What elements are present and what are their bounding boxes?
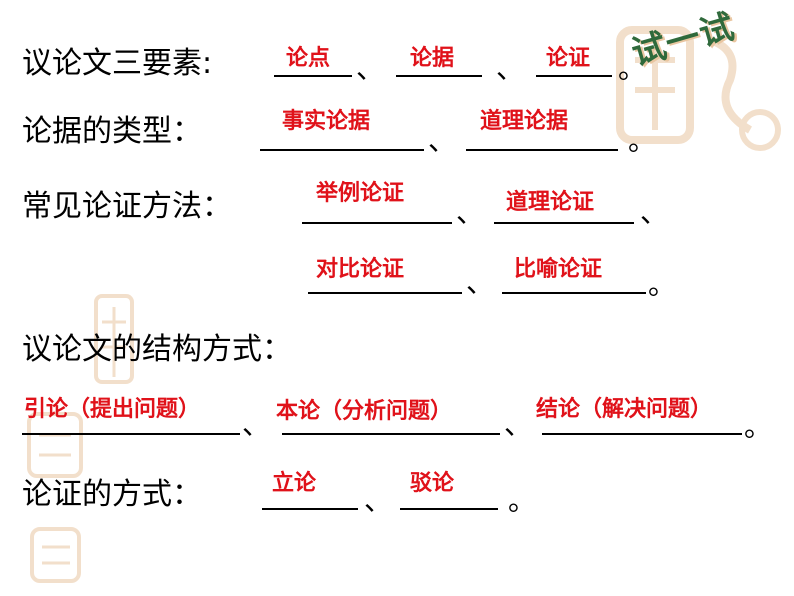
structure-blank-3 bbox=[542, 433, 742, 435]
structure-answer-3: 结论（解决问题） bbox=[536, 396, 713, 422]
methods-blank-3 bbox=[308, 292, 462, 294]
comma: 、 bbox=[466, 266, 495, 299]
period: 。 bbox=[508, 484, 537, 517]
elements-label: 议论文三要素: bbox=[22, 46, 213, 81]
structure-blank-1 bbox=[22, 433, 240, 435]
period: 。 bbox=[628, 124, 657, 157]
elements-answer-2: 论据 bbox=[410, 45, 455, 71]
evidence-answer-1: 事实论据 bbox=[282, 108, 371, 134]
period: 。 bbox=[744, 410, 773, 443]
elements-answer-1: 论点 bbox=[286, 45, 331, 71]
methods-answer-2: 道理论证 bbox=[506, 189, 595, 215]
evidence-label: 论据的类型： bbox=[22, 114, 202, 149]
elements-answer-3: 论证 bbox=[546, 45, 591, 71]
period: 。 bbox=[648, 268, 677, 301]
mode-blank-2 bbox=[400, 508, 498, 510]
comma: 、 bbox=[364, 484, 393, 517]
methods-answer-4: 比喻论证 bbox=[514, 256, 603, 282]
methods-blank-1 bbox=[302, 222, 452, 224]
seal-decoration-left-2 bbox=[27, 412, 83, 478]
comma: 、 bbox=[504, 408, 533, 441]
elements-blank-2 bbox=[396, 75, 482, 77]
structure-label: 议论文的结构方式： bbox=[22, 332, 292, 367]
methods-label: 常见论证方法： bbox=[22, 189, 232, 224]
structure-blank-2 bbox=[282, 433, 500, 435]
mode-answer-1: 立论 bbox=[272, 470, 317, 496]
seal-decoration-top-right bbox=[616, 26, 781, 151]
structure-answer-1: 引论（提出问题） bbox=[24, 396, 201, 422]
comma: 、 bbox=[356, 52, 385, 85]
methods-answer-1: 举例论证 bbox=[316, 180, 405, 206]
comma: 、 bbox=[428, 124, 457, 157]
evidence-blank-1 bbox=[260, 149, 424, 151]
methods-answer-3: 对比论证 bbox=[316, 256, 405, 282]
comma: 、 bbox=[456, 196, 485, 229]
mode-blank-1 bbox=[262, 508, 358, 510]
comma: 、 bbox=[640, 196, 669, 229]
methods-blank-4 bbox=[502, 292, 646, 294]
elements-blank-1 bbox=[274, 75, 352, 77]
elements-blank-3 bbox=[536, 75, 612, 77]
comma: 、 bbox=[496, 52, 525, 85]
seal-decoration-left-3 bbox=[30, 527, 81, 583]
evidence-blank-2 bbox=[466, 149, 618, 151]
mode-answer-2: 驳论 bbox=[410, 470, 455, 496]
mode-label: 论证的方式： bbox=[22, 477, 202, 512]
methods-blank-2 bbox=[494, 222, 634, 224]
seal-decoration-left-1 bbox=[94, 294, 134, 384]
evidence-answer-2: 道理论据 bbox=[480, 108, 569, 134]
period: 。 bbox=[618, 52, 647, 85]
comma: 、 bbox=[242, 408, 271, 441]
structure-answer-2: 本论（分析问题） bbox=[276, 398, 453, 424]
